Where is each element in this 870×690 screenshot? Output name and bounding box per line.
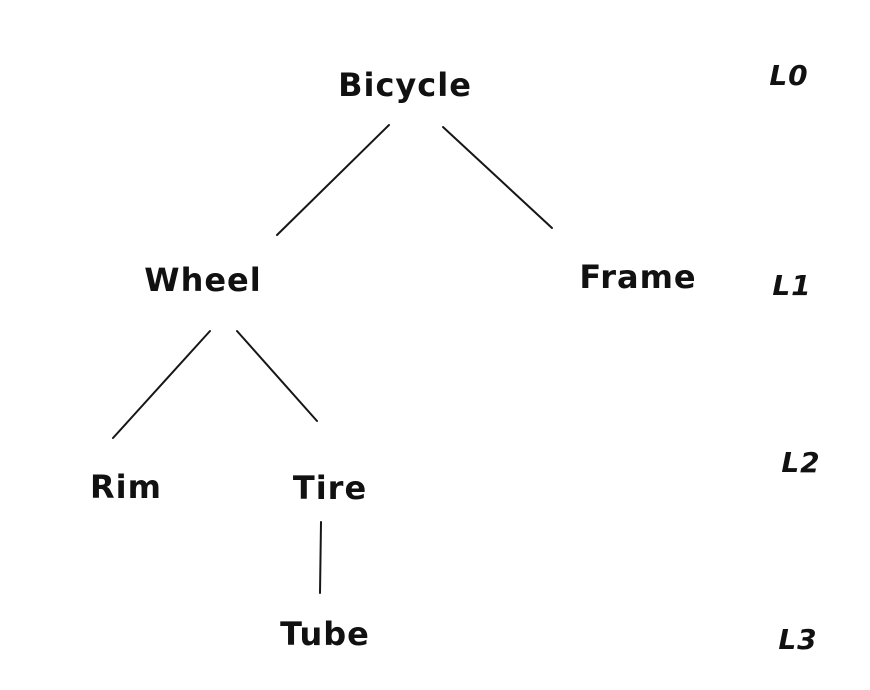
edge-bicycle-frame	[442, 126, 553, 229]
level-label-l0: L0	[769, 59, 809, 92]
edge-wheel-rim	[112, 330, 211, 439]
node-tire: Tire	[292, 469, 368, 507]
edge-tire-tube	[319, 521, 322, 594]
level-label-l1: L1	[772, 269, 812, 302]
node-rim: Rim	[90, 468, 162, 506]
node-tube: Tube	[280, 615, 370, 653]
level-label-l2: L2	[781, 446, 821, 479]
edge-bicycle-wheel	[276, 124, 390, 236]
level-label-l3: L3	[778, 623, 818, 656]
edge-wheel-tire	[236, 330, 318, 422]
node-bicycle: Bicycle	[338, 66, 472, 104]
node-wheel: Wheel	[144, 261, 262, 299]
node-frame: Frame	[579, 258, 697, 296]
